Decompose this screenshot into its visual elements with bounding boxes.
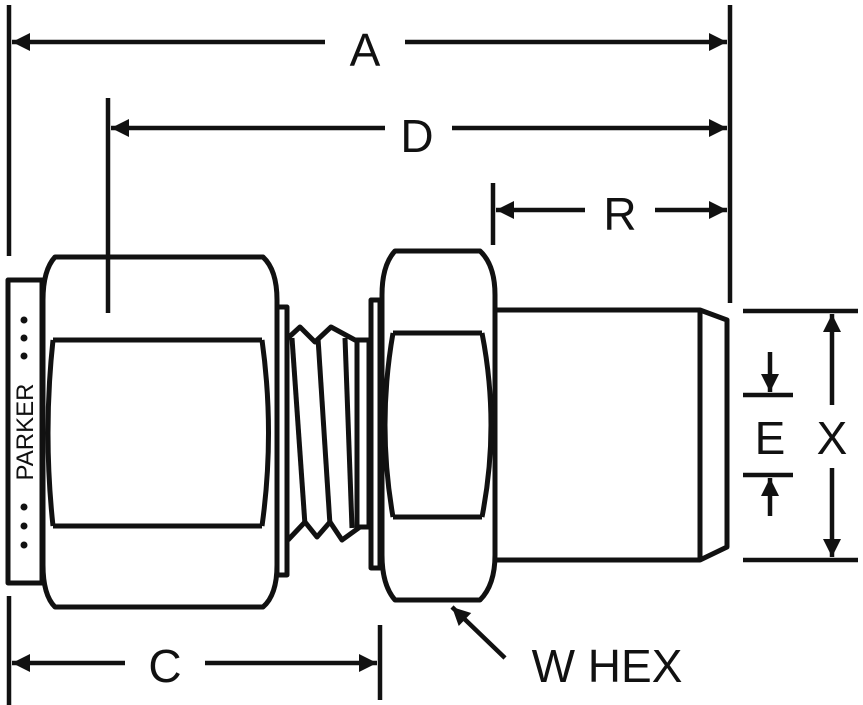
- right-hex: [379, 248, 498, 603]
- extension-lines: [6, 5, 858, 705]
- dimension-c: C: [12, 640, 377, 692]
- label-d: D: [400, 110, 433, 162]
- parker-marking: PARKER: [12, 384, 39, 481]
- right-washer: [368, 297, 383, 571]
- label-w-hex: W HEX: [532, 640, 683, 692]
- pipe-thread-body: [495, 307, 730, 563]
- threads: [286, 324, 372, 543]
- left-washer: [274, 304, 290, 578]
- dimension-d: D: [111, 110, 727, 162]
- dimension-x: X: [817, 314, 848, 557]
- left-nut: [40, 254, 280, 610]
- parker-band: PARKER: [5, 277, 45, 586]
- label-c: C: [148, 640, 181, 692]
- label-r: R: [603, 188, 636, 240]
- w-hex-callout: W HEX: [450, 605, 683, 692]
- dimension-e: E: [755, 352, 786, 516]
- dimension-r: R: [496, 188, 727, 240]
- label-x: X: [817, 412, 848, 464]
- label-a: A: [350, 24, 381, 76]
- label-e: E: [755, 412, 786, 464]
- dimension-a: A: [12, 24, 727, 76]
